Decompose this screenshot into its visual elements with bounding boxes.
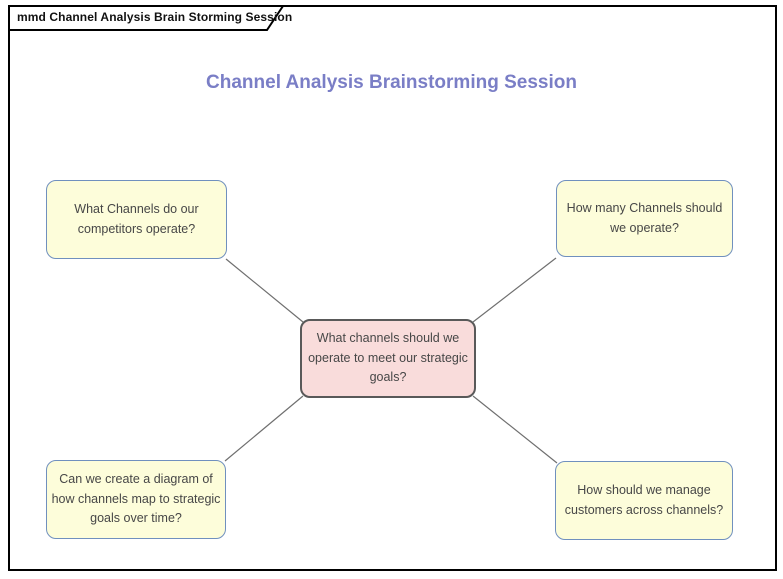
mindmap-topic-top-left[interactable]: What Channels do our competitors operate… bbox=[46, 180, 227, 259]
connector-central-to-bottom-left bbox=[224, 395, 304, 462]
topic-text: How many Channels should we operate? bbox=[566, 200, 723, 235]
connector-central-to-top-left bbox=[225, 258, 304, 323]
topic-text: How should we manage customers across ch… bbox=[564, 482, 724, 517]
topic-text: Can we create a diagram of how channels … bbox=[51, 471, 221, 526]
mindmap-topic-bottom-left[interactable]: Can we create a diagram of how channels … bbox=[46, 460, 226, 539]
diagram-frame-border bbox=[8, 5, 777, 571]
mindmap-central-topic[interactable]: What channels should we operate to meet … bbox=[300, 319, 476, 398]
diagram-frame-tab bbox=[8, 5, 285, 31]
topic-text: What Channels do our competitors operate… bbox=[74, 201, 199, 236]
mindmap-topic-bottom-right[interactable]: How should we manage customers across ch… bbox=[555, 461, 733, 540]
connector-central-to-top-right bbox=[472, 257, 557, 323]
central-topic-text: What channels should we operate to meet … bbox=[308, 330, 468, 385]
diagram-frame-tab-label: mmd Channel Analysis Brain Storming Sess… bbox=[17, 10, 293, 24]
connector-central-to-bottom-right bbox=[472, 395, 558, 464]
mindmap-topic-top-right[interactable]: How many Channels should we operate? bbox=[556, 180, 733, 257]
diagram-title: Channel Analysis Brainstorming Session bbox=[206, 72, 577, 93]
